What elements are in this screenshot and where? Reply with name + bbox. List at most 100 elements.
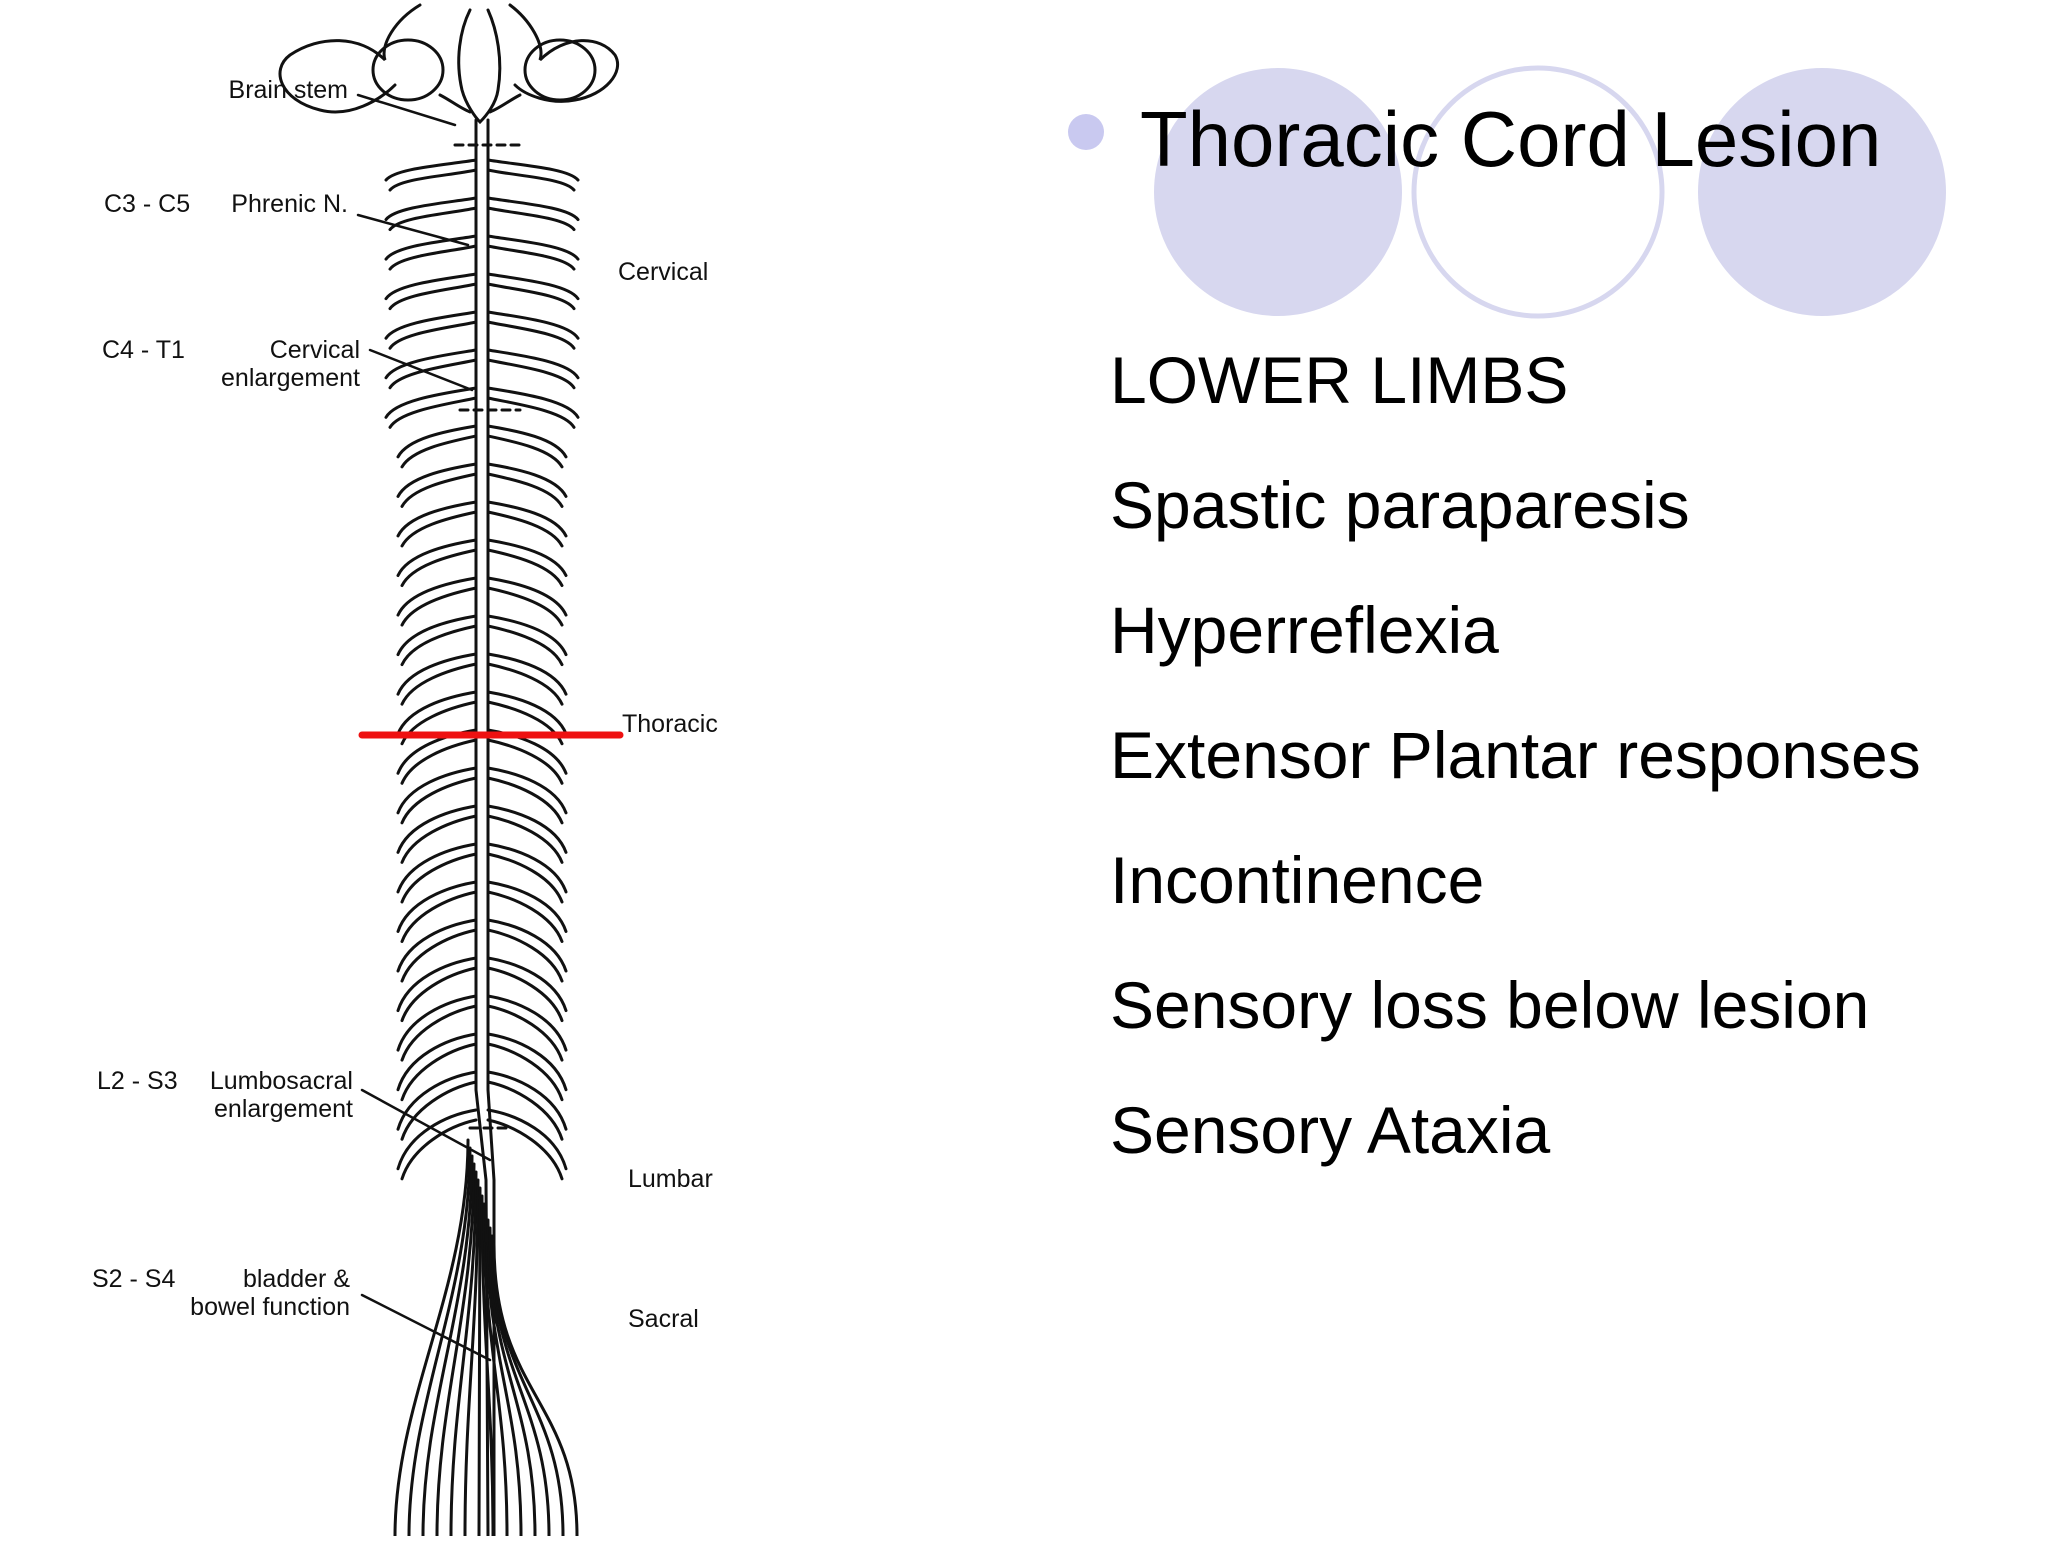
label-thoracic: Thoracic <box>622 710 718 738</box>
nerve-root-left <box>400 434 478 469</box>
nerve-root-left <box>396 462 478 498</box>
nerve-root-right <box>486 576 568 617</box>
cauda-equina-fibre <box>407 1146 472 1538</box>
nerve-root-right <box>486 738 564 785</box>
label-phrenic-nerve: Phrenic N. <box>231 190 348 218</box>
findings-list: LOWER LIMBS Spastic paraparesis Hyperref… <box>1110 318 1921 1193</box>
nerve-root-right <box>486 244 576 271</box>
nerve-root-left <box>400 928 478 983</box>
nerve-root-left <box>400 776 478 825</box>
nerve-root-left <box>400 586 478 627</box>
nerve-root-right <box>486 614 568 657</box>
nerve-root-left <box>396 766 478 815</box>
nerve-root-left <box>396 918 478 973</box>
nerve-root-right <box>486 1108 568 1171</box>
decorative-circles <box>1154 65 1946 319</box>
nerve-root-left <box>396 956 478 1013</box>
label-sacral: Sacral <box>628 1305 699 1333</box>
nerve-root-right <box>486 766 568 815</box>
title-bullet-dot <box>1068 114 1104 150</box>
label-cervical: Cervical <box>618 258 709 286</box>
nerve-root-right <box>486 842 568 894</box>
cauda-equina-fibre <box>480 1194 495 1538</box>
nerve-root-right <box>486 890 564 943</box>
list-item: Hyperreflexia <box>1110 593 1499 667</box>
nerve-root-left <box>388 244 478 271</box>
nerve-root-left <box>396 1108 478 1171</box>
cauda-equina-fibre <box>492 1242 579 1538</box>
list-item: Incontinence <box>1110 843 1485 917</box>
nerve-root-right <box>486 206 576 232</box>
nerve-root-left <box>384 310 478 340</box>
nerve-root-left <box>396 424 478 459</box>
cauda-equina-fibre <box>482 1202 509 1538</box>
nerve-root-right <box>486 1118 564 1181</box>
label-bladder-bowel: bladder & bowel function <box>190 1265 350 1321</box>
nerve-root-right <box>486 396 576 429</box>
nerve-root-left <box>396 1032 478 1092</box>
cauda-equina-fibre <box>477 1186 482 1538</box>
decor-circle-filled-left <box>1154 68 1402 316</box>
nerve-root-right <box>486 966 564 1023</box>
brain-outline <box>278 3 619 125</box>
nerve-root-left <box>396 614 478 657</box>
nerve-root-right <box>486 282 576 311</box>
nerve-root-right <box>486 662 564 706</box>
cauda-equina-fibre <box>435 1162 476 1538</box>
nerve-root-right <box>486 196 580 222</box>
nerve-root-left <box>396 994 478 1052</box>
nerve-root-left <box>384 234 478 261</box>
nerve-root-right <box>486 272 580 301</box>
cauda-equina-fibre <box>449 1170 478 1538</box>
nerve-root-right <box>486 928 564 983</box>
nerve-root-left <box>384 386 478 419</box>
nerve-root-left <box>400 852 478 904</box>
nerve-root-right <box>486 776 564 825</box>
spinal-cord-illustration <box>278 3 624 1538</box>
nerve-root-left <box>400 662 478 706</box>
label-s2-s4: S2 - S4 <box>92 1265 176 1293</box>
pointer-lines <box>356 93 492 1362</box>
nerve-root-left <box>396 652 478 696</box>
nerve-root-right <box>486 510 564 548</box>
nerve-root-right <box>486 358 576 390</box>
list-item: Spastic paraparesis <box>1110 468 1690 542</box>
nerve-root-right <box>486 1004 564 1062</box>
cauda-equina-fibre <box>488 1226 551 1538</box>
nerve-root-left <box>400 510 478 548</box>
nerve-root-left <box>396 1070 478 1131</box>
spinal-cord <box>384 118 580 1538</box>
list-item: Extensor Plantar responses <box>1110 718 1921 792</box>
nerve-root-right <box>486 310 580 340</box>
nerve-root-right <box>486 348 580 380</box>
nerve-root-left <box>396 538 478 578</box>
nerve-root-right <box>486 424 568 459</box>
nerve-root-left <box>400 814 478 864</box>
nerve-root-left <box>396 690 478 736</box>
slide-title: Thoracic Cord Lesion <box>1140 95 1882 183</box>
cauda-equina-fibre <box>463 1178 480 1538</box>
nerve-root-left <box>388 282 478 311</box>
nerve-root-right <box>486 386 580 419</box>
nerve-root-right <box>486 462 568 498</box>
nerve-root-right <box>486 652 568 696</box>
cauda-equina-fibre <box>421 1154 474 1538</box>
nerve-root-right <box>486 1080 564 1141</box>
nerve-root-right <box>486 690 568 736</box>
label-brain-stem: Brain stem <box>228 76 348 104</box>
nerve-root-left <box>384 348 478 380</box>
nerve-root-left <box>400 966 478 1023</box>
nerve-root-left <box>400 1080 478 1141</box>
label-c3-c5: C3 - C5 <box>104 190 191 218</box>
nerve-root-left <box>388 320 478 350</box>
nerve-root-left <box>400 738 478 785</box>
nerve-root-left <box>400 1118 478 1181</box>
nerve-root-left <box>400 548 478 588</box>
nerve-root-left <box>400 624 478 667</box>
decor-circle-filled-right <box>1698 68 1946 316</box>
nerve-root-left <box>384 272 478 301</box>
nerve-root-right <box>486 234 580 261</box>
cauda-equina-fibre <box>393 1138 470 1538</box>
nerve-root-left <box>396 842 478 894</box>
nerve-root-right <box>486 320 576 350</box>
